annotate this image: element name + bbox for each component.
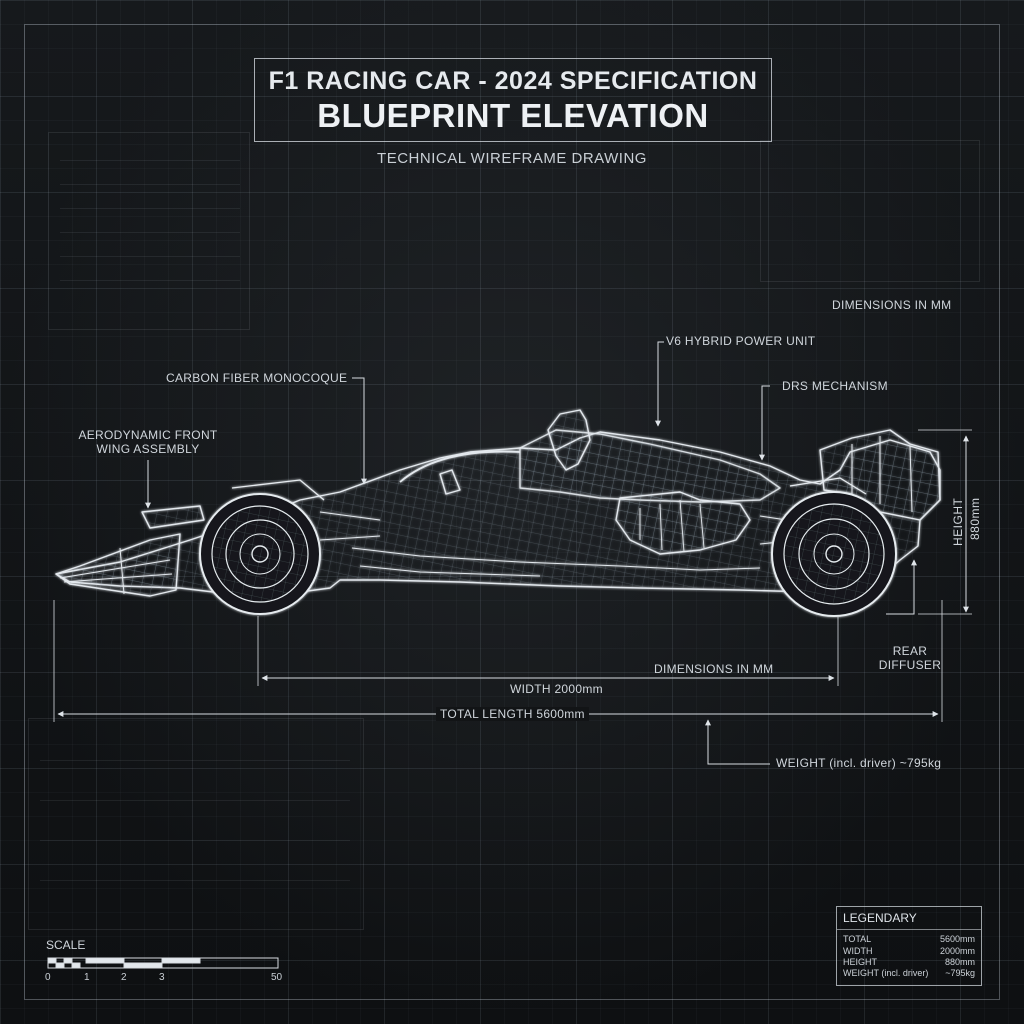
callout-power-unit: V6 HYBRID POWER UNIT [666, 334, 816, 348]
front-wing [55, 533, 181, 597]
callout-front-wing-line2: WING ASSEMBLY [96, 442, 200, 456]
legend-value: 880mm [944, 957, 975, 967]
title-block: F1 RACING CAR - 2024 SPECIFICATION BLUEP… [254, 58, 772, 142]
drawing-subtitle: TECHNICAL WIREFRAME DRAWING [377, 150, 647, 167]
power-unit [615, 491, 751, 555]
ghost-row [40, 800, 350, 801]
total-length-label: TOTAL LENGTH 5600mm [436, 707, 589, 721]
legend-key: WIDTH [843, 946, 873, 956]
front-wheel [199, 493, 321, 615]
ghost-row [60, 256, 240, 257]
height-label: HEIGHT [951, 497, 965, 546]
ghost-table-top-right [760, 140, 980, 282]
scale-tick: 2 [121, 972, 127, 983]
legend-row-weight: WEIGHT (incl. driver) ~795kg [843, 968, 975, 979]
scale-title: SCALE [46, 938, 86, 952]
ghost-row [40, 760, 350, 761]
scale-tick: 1 [84, 972, 90, 983]
ghost-table-bottom-left [28, 718, 364, 930]
callout-rear-diffuser: REAR DIFFUSER [878, 644, 942, 672]
legend-title: LEGENDARY [843, 911, 917, 925]
legend-value: 5600mm [939, 934, 975, 944]
scale-tick: 0 [45, 972, 51, 983]
leader-rear-diffuser [886, 559, 917, 615]
scale-tick: 3 [159, 972, 165, 983]
scale-bar [47, 957, 279, 969]
leader-monocoque [352, 377, 367, 485]
legend-box: LEGENDARY TOTAL 5600mm WIDTH 2000mm HEIG… [836, 906, 982, 986]
ghost-row [60, 184, 240, 185]
title-line-1: F1 RACING CAR - 2024 SPECIFICATION [268, 67, 758, 95]
leader-drs [759, 385, 770, 461]
callout-drs: DRS MECHANISM [782, 379, 888, 393]
title-line-2: BLUEPRINT ELEVATION [317, 97, 709, 134]
ghost-table-top-left [48, 132, 250, 330]
legend-key: HEIGHT [843, 957, 878, 967]
roll-hoop [547, 409, 591, 471]
legend-value: ~795kg [945, 968, 975, 978]
halo [399, 450, 521, 483]
rear-wheel [771, 491, 897, 617]
legend-row-total: TOTAL 5600mm [843, 934, 975, 945]
callout-front-wing-line1: AERODYNAMIC FRONT [78, 428, 218, 442]
ghost-row [60, 232, 240, 233]
dimensions-note-top: DIMENSIONS IN MM [832, 298, 952, 312]
legend-row-width: WIDTH 2000mm [843, 946, 975, 957]
weight-label: WEIGHT (incl. driver) ~795kg [776, 756, 942, 770]
ghost-row [40, 880, 350, 881]
ghost-row [40, 840, 350, 841]
legend-row-height: HEIGHT 880mm [843, 957, 975, 968]
dimensions-note-mid: DIMENSIONS IN MM [654, 662, 774, 676]
callout-monocoque: CARBON FIBER MONOCOQUE [166, 371, 348, 385]
ghost-row [60, 280, 240, 281]
callout-rear-diffuser-line2: DIFFUSER [878, 658, 942, 672]
scale-tick: 50 [271, 972, 283, 983]
ghost-row [60, 208, 240, 209]
callout-rear-diffuser-line1: REAR [892, 644, 928, 658]
ghost-row [60, 160, 240, 161]
legend-key: TOTAL [843, 934, 872, 944]
width-label: WIDTH 2000mm [510, 682, 603, 696]
height-value: 880mm [968, 497, 982, 540]
legend-value: 2000mm [939, 946, 975, 956]
leader-power-unit [655, 341, 664, 427]
leader-weight [705, 719, 770, 765]
legend-key: WEIGHT (incl. driver) [843, 968, 929, 978]
sheet-frame [24, 24, 1000, 1000]
callout-front-wing: AERODYNAMIC FRONT WING ASSEMBLY [70, 428, 226, 456]
legend-divider [837, 929, 981, 930]
